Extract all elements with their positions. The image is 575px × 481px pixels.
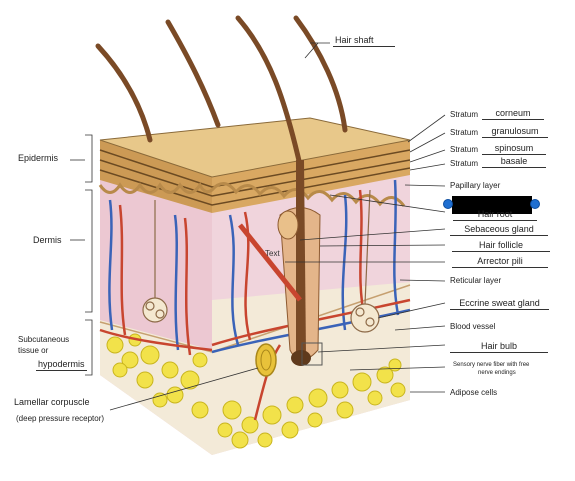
- papillary-border: [98, 182, 406, 207]
- label-hair-shaft: Hair shaft: [333, 36, 395, 47]
- leader-lines: [70, 42, 446, 411]
- label-hair-bulb[interactable]: Hair bulb: [450, 342, 548, 353]
- epidermis-stripes: [99, 149, 411, 206]
- label-subcutaneous-3: hypodermis: [36, 359, 87, 371]
- label-eccrine[interactable]: Eccrine sweat gland: [450, 299, 549, 310]
- sweat-glands: [142, 189, 380, 333]
- bulb-zoom-box: [301, 342, 323, 366]
- label-corneum[interactable]: corneum: [482, 109, 544, 120]
- label-sebaceous[interactable]: Sebaceous gland: [450, 225, 548, 236]
- skin-surface: [99, 117, 411, 178]
- label-stratum-2: Stratum: [450, 128, 479, 137]
- label-stratum-1: Stratum: [450, 110, 479, 119]
- label-stratum-4: Stratum: [450, 159, 479, 168]
- label-sensory-2: nerve endings: [478, 370, 516, 376]
- label-sensory-1: Sensory nerve fiber with free: [453, 362, 530, 368]
- label-hair-follicle[interactable]: Hair follicle: [452, 241, 550, 252]
- resize-handle-right[interactable]: [530, 199, 540, 209]
- label-lamellar-2: (deep pressure receptor): [16, 414, 105, 423]
- hair-shafts: [95, 15, 348, 168]
- label-basale[interactable]: basale: [482, 157, 546, 168]
- label-papillary: Papillary layer: [450, 181, 501, 190]
- label-subcutaneous-2: tissue or: [18, 346, 49, 355]
- label-arrector[interactable]: Arrector pili: [452, 257, 548, 268]
- label-spinosum[interactable]: spinosum: [482, 144, 546, 155]
- label-epidermis: Epidermis: [18, 153, 59, 163]
- lamellar-corpuscle: [255, 343, 277, 377]
- label-granulosum[interactable]: granulosum: [482, 127, 548, 138]
- text-box-label[interactable]: Text: [265, 249, 280, 258]
- label-adipose: Adipose cells: [450, 388, 498, 397]
- label-subcutaneous-1: Subcutaneous: [18, 335, 70, 344]
- hair-follicle: [238, 160, 321, 366]
- label-reticular: Reticular layer: [450, 276, 502, 285]
- label-hair-root[interactable]: Hair root: [453, 210, 537, 221]
- resize-handle-left[interactable]: [443, 199, 453, 209]
- label-lamellar-1: Lamellar corpuscle: [14, 397, 90, 407]
- answer-box[interactable]: [452, 196, 532, 214]
- label-stratum-3: Stratum: [450, 145, 479, 154]
- adipose-globules: [106, 333, 406, 449]
- label-dermis: Dermis: [33, 235, 62, 245]
- label-blood-vessel: Blood vessel: [450, 322, 496, 331]
